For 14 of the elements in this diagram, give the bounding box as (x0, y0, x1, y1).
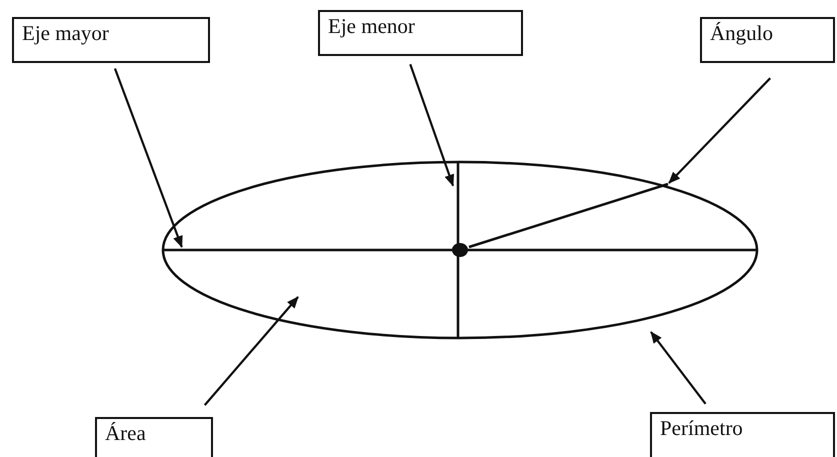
leader-line (650, 331, 706, 404)
leader-line (204, 296, 299, 406)
label-box: Eje mayor (12, 17, 210, 63)
label-box: Perímetro (650, 412, 835, 457)
ellipse-drawing (162, 160, 758, 340)
radius-line (468, 182, 668, 248)
label-box: Área (95, 417, 213, 457)
label-box: Ángulo (700, 17, 835, 63)
major-axis-line (164, 248, 756, 252)
leader-line (668, 77, 771, 184)
leader-line (114, 68, 183, 248)
label-box: Eje menor (318, 10, 523, 56)
leader-line (409, 64, 454, 187)
minor-axis-line (456, 163, 460, 337)
